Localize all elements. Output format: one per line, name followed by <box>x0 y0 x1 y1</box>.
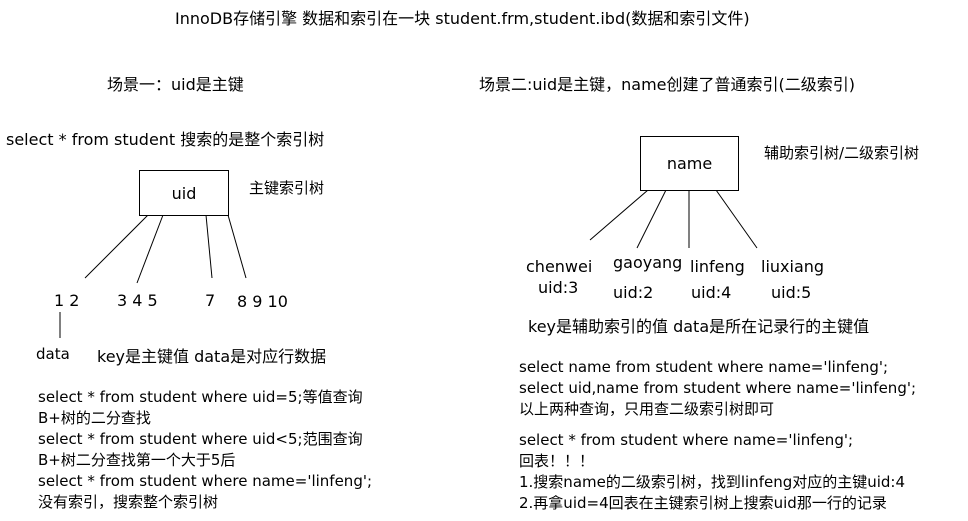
edge-uid-1 <box>84 214 149 279</box>
leaf-2: 3 4 5 <box>117 291 158 310</box>
scene1-query-line: select * from student where uid<5;范围查询 <box>38 430 363 448</box>
edge-name-4 <box>715 189 758 249</box>
secondary-index-tree-label: 辅助索引树/二级索引树 <box>764 144 920 162</box>
scene1-query-line: select * from student where uid=5;等值查询 <box>38 388 363 406</box>
leaf-4: 8 9 10 <box>237 292 288 311</box>
scene1-query-line: select * from student where name='linfen… <box>38 472 373 490</box>
edge-name-2 <box>636 189 667 249</box>
leaf-liuxiang-uid: uid:5 <box>771 283 812 302</box>
scene1-query-note: select * from student 搜索的是整个索引树 <box>6 130 325 149</box>
scene2-query-line: select uid,name from student where name=… <box>519 379 917 397</box>
uid-root-node-label: uid <box>171 183 197 203</box>
data-label: data <box>36 345 70 363</box>
leaf-linfeng-name: linfeng <box>690 257 745 276</box>
scene2-query-line: 1.搜索name的二级索引树，找到linfeng对应的主键uid:4 <box>519 473 906 491</box>
scene2-heading: 场景二:uid是主键，name创建了普通索引(二级索引) <box>479 75 855 94</box>
leaf-1: 1 2 <box>54 291 80 310</box>
leaf-linfeng-uid: uid:4 <box>691 283 732 302</box>
scene1-heading: 场景一：uid是主键 <box>107 75 244 94</box>
scene1-query-line: B+树二分查找第一个大于5后 <box>38 451 236 469</box>
name-root-node: name <box>640 136 739 191</box>
scene1-query-line: B+树的二分查找 <box>38 409 151 427</box>
scene1-query-line: 没有索引，搜索整个索引树 <box>38 493 219 511</box>
leaf-chenwei-name: chenwei <box>526 257 593 276</box>
scene2-query-line: 以上两种查询，只用查二级索引树即可 <box>519 400 775 418</box>
page-title: InnoDB存储引擎 数据和索引在一块 student.frm,student.… <box>175 9 750 28</box>
scene2-desc: key是辅助索引的值 data是所在记录行的主键值 <box>528 317 870 336</box>
leaf-3: 7 <box>205 291 216 310</box>
scene2-queries-b: select * from student where name='linfen… <box>519 430 905 514</box>
name-root-node-label: name <box>666 154 713 173</box>
scene2-query-line: 回表！！！ <box>519 452 595 470</box>
scene1-queries: select * from student where uid=5;等值查询 B… <box>38 387 372 513</box>
scene2-query-line: select name from student where name='lin… <box>519 358 889 376</box>
edge-name-1 <box>589 189 649 241</box>
scene1-desc: key是主键值 data是对应行数据 <box>97 347 327 366</box>
edge-uid-2 <box>136 214 164 284</box>
scene2-query-line: 2.再拿uid=4回表在主键索引树上搜索uid那一行的记录 <box>519 494 887 512</box>
leaf-chenwei-uid: uid:3 <box>538 278 579 297</box>
primary-index-tree-label: 主键索引树 <box>249 179 325 197</box>
edge-uid-4 <box>227 214 247 279</box>
edge-uid-3 <box>205 214 213 279</box>
scene2-queries-a: select name from student where name='lin… <box>519 357 916 420</box>
leaf-liuxiang-name: liuxiang <box>761 257 825 276</box>
uid-root-node: uid <box>139 170 229 216</box>
leaf-gaoyang-name: gaoyang <box>613 253 683 272</box>
leaf-gaoyang-uid: uid:2 <box>613 283 654 302</box>
scene2-query-line: select * from student where name='linfen… <box>519 431 854 449</box>
